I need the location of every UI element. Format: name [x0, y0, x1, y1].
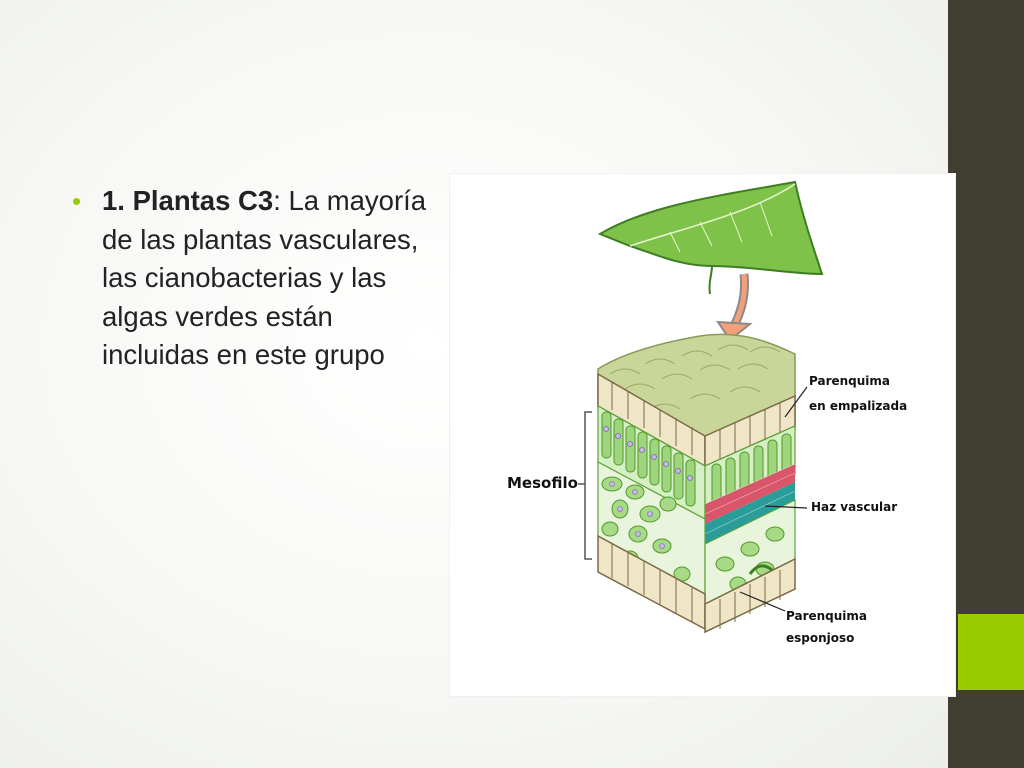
- arrow-icon: [716, 273, 753, 342]
- bullet-dot-icon: •: [72, 186, 82, 216]
- label-mesofilo: Mesofilo: [507, 474, 578, 492]
- leader-line-empalizada: [784, 386, 808, 418]
- leader-lines: [739, 386, 808, 612]
- leader-line-haz-vascular: [764, 505, 808, 509]
- bullet-title: 1. Plantas C3: [102, 185, 274, 216]
- leaf-block: [597, 333, 796, 634]
- bullet-text: 1. Plantas C3: La mayoría de las plantas…: [102, 182, 447, 375]
- leaf-diagram: Mesofilo Parenquima en empalizada Haz va…: [450, 174, 955, 696]
- label-parenquima-empalizada-2: en empalizada: [809, 399, 907, 413]
- slide-side-accent: [958, 614, 1024, 690]
- bullet-point: • 1. Plantas C3: La mayoría de las plant…: [72, 182, 447, 375]
- label-parenquima-empalizada-1: Parenquima: [809, 374, 890, 388]
- label-parenquima-esponjoso-1: Parenquima: [786, 609, 867, 623]
- bullet-separator: :: [273, 185, 281, 216]
- label-parenquima-esponjoso-2: esponjoso: [786, 631, 854, 645]
- leaf-cross-section-illustration: Mesofilo Parenquima en empalizada Haz va…: [507, 180, 907, 645]
- leaf-icon: [597, 180, 824, 295]
- bullet-body: La mayoría de las plantas vasculares, la…: [102, 185, 427, 370]
- label-haz-vascular: Haz vascular: [811, 500, 897, 514]
- leader-line-esponjoso: [739, 591, 786, 612]
- mesofilo-bracket: [578, 411, 592, 560]
